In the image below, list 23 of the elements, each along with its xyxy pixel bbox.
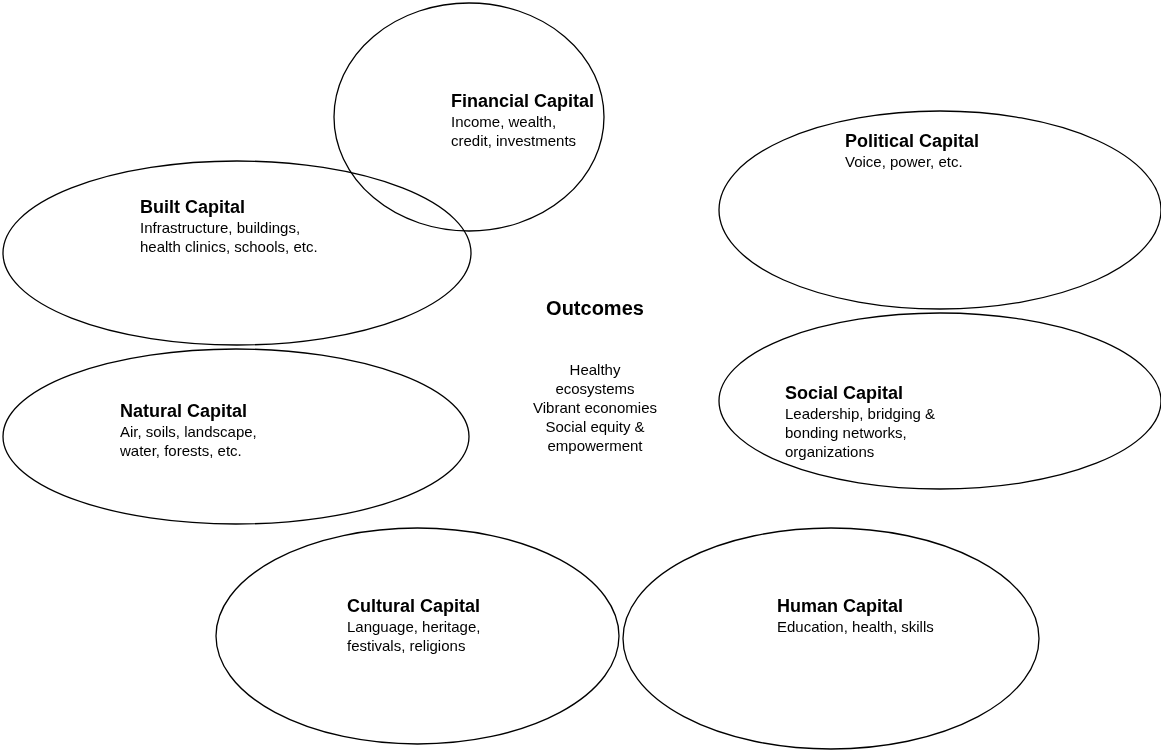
outcome-item: Healthy ecosystems	[554, 360, 636, 398]
capital-heading: Social Capital	[785, 382, 905, 404]
capital-ellipse	[2, 160, 472, 346]
outcome-item: Vibrant economies	[532, 398, 658, 417]
capital-heading: Cultural Capital	[347, 595, 481, 617]
capital-description: Air, soils, landscape, water, forests, etc.	[120, 422, 258, 460]
capital-heading: Human Capital	[777, 595, 905, 617]
capital-description: Voice, power, etc.	[845, 152, 964, 171]
capital-heading: Natural Capital	[120, 400, 249, 422]
capital-description: Language, heritage, festivals, religions	[347, 617, 482, 655]
outcome-item: Social equity & empowerment	[544, 417, 646, 455]
outcomes-heading: Outcomes	[545, 296, 645, 320]
capital-ellipse	[215, 527, 620, 745]
capital-heading: Financial Capital	[451, 90, 596, 112]
capital-description: Infrastructure, buildings, health clinics, schools, etc.	[140, 218, 319, 256]
capital-heading: Built Capital	[140, 196, 246, 218]
capital-description: Education, health, skills	[777, 617, 935, 636]
capital-ellipse	[622, 527, 1040, 750]
capital-heading: Political Capital	[845, 130, 981, 152]
capital-description: Leadership, bridging & bonding networks, organizations	[785, 404, 937, 461]
capital-ellipse	[333, 2, 605, 232]
capital-ellipse	[2, 348, 470, 525]
capital-description: Income, wealth, credit, investments	[451, 112, 578, 150]
